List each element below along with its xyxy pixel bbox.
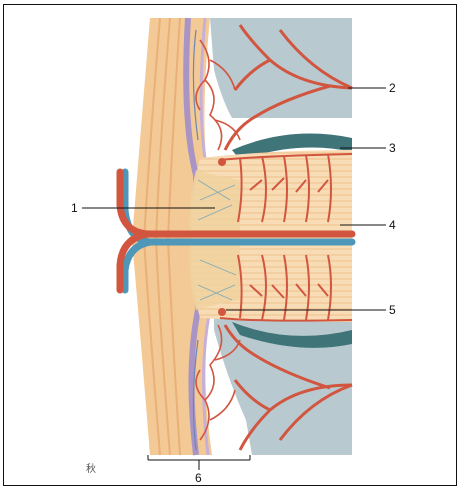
label-2: 2 xyxy=(389,82,396,94)
label-4: 4 xyxy=(389,219,396,231)
label-6: 6 xyxy=(195,472,202,484)
label-1: 1 xyxy=(71,202,78,214)
label-5: 5 xyxy=(389,304,396,316)
node-lower xyxy=(218,308,226,316)
node-upper xyxy=(218,158,226,166)
artist-signature: 秋 xyxy=(86,460,96,475)
label-3: 3 xyxy=(389,142,396,154)
